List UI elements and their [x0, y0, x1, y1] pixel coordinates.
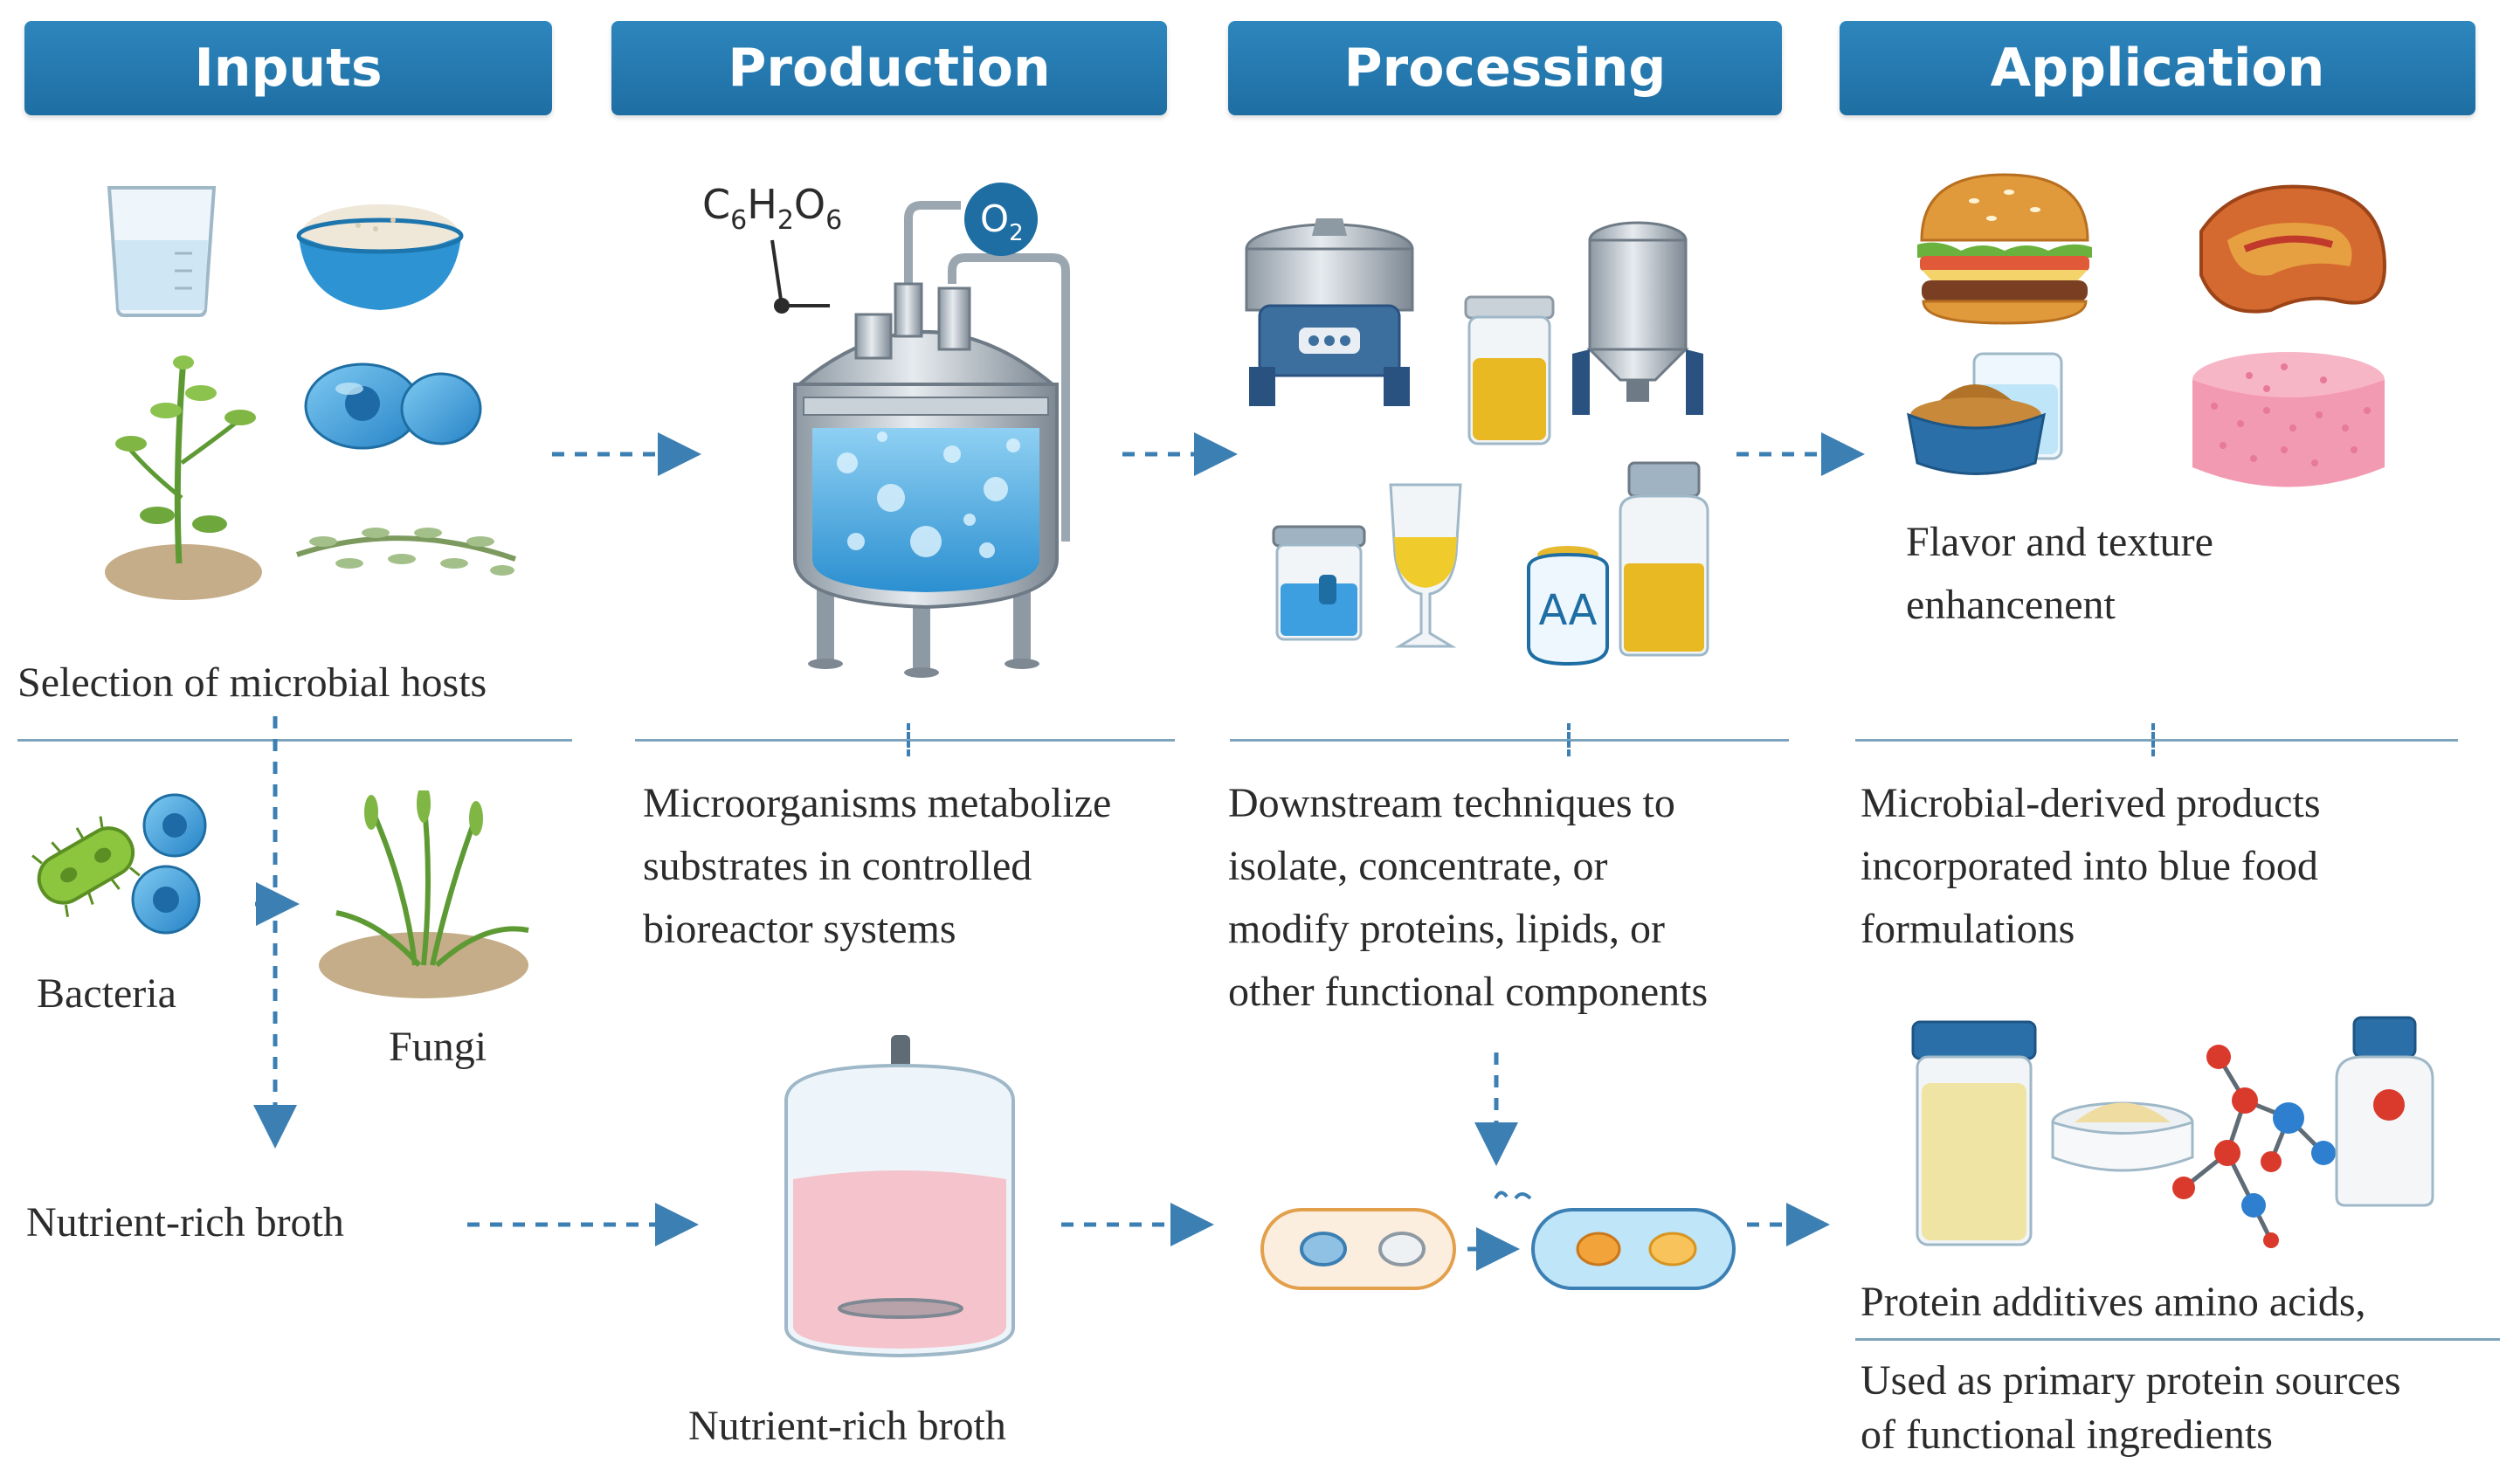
- production-description-line: substrates in controlled: [643, 843, 1032, 889]
- filter-press-icon: [1564, 218, 1712, 419]
- svg-text:C6H2O6: C6H2O6: [702, 181, 842, 236]
- protein-jar-icon: [1904, 1018, 2044, 1253]
- svg-text:O2: O2: [980, 197, 1024, 246]
- beaker-icon: [96, 179, 227, 319]
- protein-additives-label: Protein additives amino acids,: [1861, 1279, 2366, 1325]
- header-application: Application: [1840, 21, 2475, 115]
- processing-description-line: Downstream techniques to: [1228, 780, 1675, 826]
- broth-vessel-icon: [769, 1031, 1031, 1363]
- application-description-line: incorporated into blue food: [1861, 843, 2318, 889]
- processing-description: Downstream techniques to isolate, concen…: [1228, 772, 1708, 1024]
- inputs-broth-label: Nutrient-rich broth: [26, 1199, 344, 1246]
- formula-label: C6H2O6: [699, 175, 873, 245]
- tick-production: [907, 723, 910, 756]
- application-description-line: Microbial-derived products: [1861, 780, 2321, 826]
- bioreactor-icon: [751, 175, 1101, 681]
- production-broth-label: Nutrient-rich broth: [688, 1403, 1006, 1449]
- header-processing: Processing: [1228, 21, 1782, 115]
- divider-inputs: [17, 739, 572, 742]
- centrifuge-icon: [1233, 214, 1426, 406]
- header-production: Production: [611, 21, 1167, 115]
- inputs-caption: Selection of microbial hosts: [17, 659, 487, 706]
- oxygen-badge-icon: O2: [961, 179, 1041, 259]
- protein-sponge-icon: [2179, 345, 2398, 502]
- processing-description-line: isolate, concentrate, or: [1228, 843, 1608, 889]
- jar-yellow-icon: [1457, 293, 1562, 450]
- primary-sources-line: of functional ingredients: [1861, 1411, 2273, 1459]
- divider-processing: [1230, 739, 1789, 742]
- tick-application: [2151, 723, 2155, 756]
- spark-mark: [1514, 1192, 1532, 1200]
- cell-cluster-icon: [301, 358, 485, 454]
- powder-bowl-icon: [288, 201, 472, 314]
- application-flavor: Flavor and texture enhancenent: [1906, 511, 2213, 637]
- powder-dish-icon: [2048, 1083, 2197, 1188]
- spice-bowl-icon: [1904, 349, 2096, 489]
- burger-icon: [1913, 170, 2096, 328]
- bacteria-label: Bacteria: [37, 970, 176, 1017]
- molecule-icon: [2166, 1031, 2358, 1249]
- processing-description-line: modify proteins, lipids, or: [1228, 906, 1665, 952]
- primary-sources-line: Used as primary protein sources: [1861, 1357, 2401, 1404]
- bacteria-icon: [22, 786, 240, 943]
- jar-blue-icon: [1267, 522, 1371, 645]
- divider-production: [635, 739, 1175, 742]
- funnel-glass-icon: [1382, 476, 1469, 659]
- capsule-cell-loaded-icon: [1529, 1205, 1738, 1293]
- fungi-plant-icon: [310, 790, 555, 1000]
- oil-bottle-icon: [1607, 459, 1721, 659]
- production-description-line: bioreactor systems: [643, 906, 956, 952]
- application-flavor-line: Flavor and texture: [1906, 519, 2213, 565]
- amino-acid-jar-icon: AA: [1520, 537, 1616, 668]
- capsule-cell-empty-icon: [1258, 1205, 1459, 1293]
- primary-sources-text: Used as primary protein sources of funct…: [1861, 1354, 2401, 1463]
- seaweed-icon: [288, 493, 524, 590]
- spark-mark: [1494, 1191, 1509, 1199]
- processing-description-line: other functional components: [1228, 969, 1709, 1015]
- meat-cut-icon: [2184, 179, 2393, 319]
- application-description: Microbial-derived products incorporated …: [1861, 772, 2321, 961]
- production-description: Microorganisms metabolize substrates in …: [643, 772, 1111, 961]
- production-description-line: Microorganisms metabolize: [643, 780, 1112, 826]
- tick-processing: [1567, 723, 1571, 756]
- application-flavor-line: enhancenent: [1906, 582, 2116, 628]
- svg-text:AA: AA: [1538, 586, 1597, 635]
- fungi-label: Fungi: [389, 1024, 487, 1070]
- header-inputs: Inputs: [24, 21, 552, 115]
- supplement-bottle-icon: [2323, 1013, 2446, 1210]
- divider-application-bottom: [1855, 1338, 2500, 1341]
- divider-application: [1855, 739, 2458, 742]
- application-description-line: formulations: [1861, 906, 2075, 952]
- plant-on-soil-icon: [96, 341, 271, 603]
